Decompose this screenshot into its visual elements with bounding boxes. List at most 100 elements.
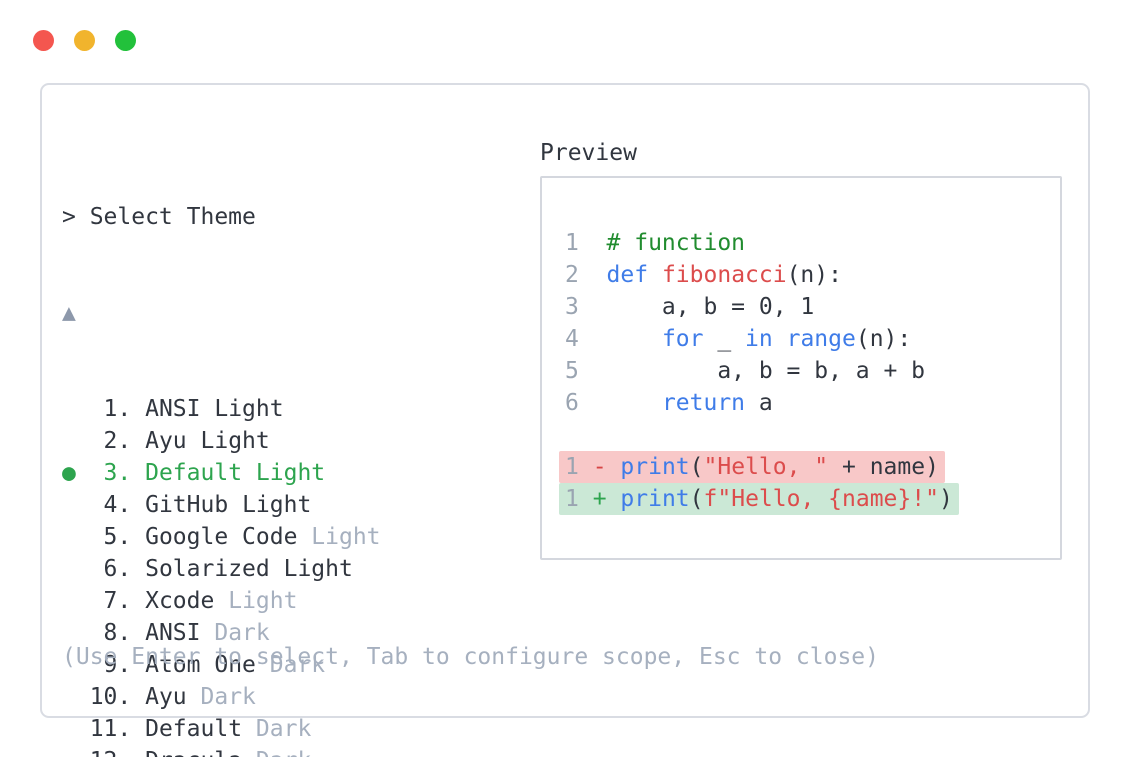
theme-item-name: Xcode bbox=[145, 588, 215, 614]
selected-dot-icon: ● bbox=[62, 460, 76, 486]
preview-label: Preview bbox=[540, 140, 637, 166]
code-token-comment: # function bbox=[606, 230, 746, 256]
maximize-window-button[interactable] bbox=[115, 30, 136, 51]
blank-line bbox=[565, 419, 1050, 451]
marker-spacer bbox=[62, 748, 76, 757]
keyboard-hint-text: (Use Enter to select, Tab to configure s… bbox=[62, 644, 879, 670]
marker-spacer bbox=[62, 684, 76, 710]
theme-item-name: ANSI bbox=[145, 396, 201, 422]
minimize-window-button[interactable] bbox=[74, 30, 95, 51]
code-token-plain bbox=[607, 486, 621, 512]
theme-item-variant: Light bbox=[283, 556, 353, 582]
theme-item-name: Ayu bbox=[145, 684, 187, 710]
theme-item-7[interactable]: 7. Xcode Light bbox=[62, 585, 381, 617]
theme-item-name: Solarized bbox=[145, 556, 270, 582]
theme-item-2[interactable]: 2. Ayu Light bbox=[62, 425, 381, 457]
code-token-plain: (n): bbox=[786, 262, 842, 288]
theme-item-variant: Dark bbox=[269, 652, 326, 678]
theme-item-variant: Light bbox=[228, 588, 298, 614]
theme-item-variant: Dark bbox=[214, 620, 270, 646]
code-token-keyword: print bbox=[620, 486, 690, 512]
theme-item-number: 12. bbox=[76, 748, 145, 757]
code-token-plain: ) bbox=[938, 486, 953, 512]
theme-item-number: 9. bbox=[75, 652, 146, 678]
line-number: 1 bbox=[565, 454, 593, 480]
code-token-keyword: for bbox=[661, 326, 704, 352]
code-token-plain bbox=[607, 326, 662, 352]
theme-item-11[interactable]: 11. Default Dark bbox=[62, 713, 381, 745]
theme-item-number: 3. bbox=[75, 460, 146, 486]
code-token-keyword: range bbox=[786, 326, 856, 352]
theme-item-number: 1. bbox=[75, 396, 146, 422]
theme-item-variant: Dark bbox=[256, 748, 311, 757]
theme-item-6[interactable]: 6. Solarized Light bbox=[62, 553, 381, 585]
code-token-del-sign: - bbox=[592, 454, 607, 480]
code-line-1: 1 # function bbox=[565, 227, 1050, 259]
code-token-plain: _ bbox=[703, 326, 746, 352]
code-token-plain: + name) bbox=[828, 454, 939, 480]
theme-item-name: Atom One bbox=[145, 652, 256, 678]
theme-item-name: Default bbox=[145, 460, 243, 486]
line-number: 3 bbox=[565, 294, 607, 320]
code-token-function: fibonacci bbox=[661, 262, 787, 288]
theme-item-number: 7. bbox=[75, 588, 146, 614]
code-line-2: 2 def fibonacci(n): bbox=[565, 259, 1050, 291]
theme-item-number: 11. bbox=[75, 716, 146, 742]
theme-item-1[interactable]: 1. ANSI Light bbox=[62, 393, 381, 425]
diff-line-removed: 1 - print("Hello, " + name) bbox=[559, 451, 945, 483]
code-line-5: 5 a, b = b, a + b bbox=[565, 355, 1050, 387]
code-token-plain bbox=[607, 454, 621, 480]
diff-line-added: 1 + print(f"Hello, {name}!") bbox=[559, 483, 959, 515]
theme-item-variant: Light bbox=[214, 396, 284, 422]
code-token-plain: a, b = b, a + b bbox=[606, 358, 926, 384]
scroll-up-icon[interactable]: ▲ bbox=[62, 300, 76, 326]
code-line-6: 6 return a bbox=[565, 387, 1050, 419]
theme-item-name: Default bbox=[145, 716, 243, 742]
code-token-plain: (n): bbox=[855, 326, 912, 352]
theme-picker-panel: > Select Theme ▲ 1. ANSI Light 2. Ayu Li… bbox=[40, 83, 1090, 757]
line-number: 1 bbox=[565, 230, 607, 256]
code-token-string: "Hello, " bbox=[703, 454, 829, 480]
code-token-plain: ( bbox=[689, 454, 704, 480]
theme-item-name: Google Code bbox=[145, 524, 298, 550]
code-token-keyword: in bbox=[745, 326, 773, 352]
theme-item-variant: Light bbox=[255, 460, 326, 486]
select-theme-prompt: > Select Theme bbox=[62, 204, 256, 230]
theme-item-variant: Dark bbox=[255, 716, 312, 742]
marker-spacer bbox=[62, 556, 76, 582]
marker-spacer bbox=[62, 524, 76, 550]
code-token-string: f"Hello, {name}!" bbox=[703, 486, 939, 512]
theme-item-10[interactable]: 10. Ayu Dark bbox=[62, 681, 381, 713]
code-token-plain bbox=[773, 326, 787, 352]
marker-spacer bbox=[62, 492, 76, 518]
theme-item-12[interactable]: 12. Dracula Dark bbox=[62, 745, 381, 757]
theme-item-9[interactable]: 9. Atom One Dark bbox=[62, 649, 381, 681]
theme-item-number: 5. bbox=[75, 524, 146, 550]
theme-item-number: 10. bbox=[75, 684, 146, 710]
code-token-plain: ( bbox=[689, 486, 704, 512]
theme-item-number: 2. bbox=[75, 428, 146, 454]
code-token-keyword: def bbox=[606, 262, 649, 288]
theme-item-name: Dracula bbox=[145, 748, 242, 757]
code-line-4: 4 for _ in range(n): bbox=[565, 323, 1050, 355]
code-token-plain: a, b = 0, 1 bbox=[606, 294, 815, 320]
theme-item-name: ANSI bbox=[145, 620, 201, 646]
code-token-plain bbox=[648, 262, 662, 288]
marker-spacer bbox=[62, 396, 76, 422]
theme-item-name: GitHub bbox=[145, 492, 229, 518]
close-window-button[interactable] bbox=[33, 30, 54, 51]
theme-item-8[interactable]: 8. ANSI Dark bbox=[62, 617, 381, 649]
theme-item-variant: Light bbox=[200, 428, 270, 454]
line-number: 2 bbox=[565, 262, 607, 288]
line-number: 1 bbox=[565, 486, 593, 512]
line-number: 4 bbox=[565, 326, 607, 352]
theme-item-5[interactable]: 5. Google Code Light bbox=[62, 521, 381, 553]
theme-item-4[interactable]: 4. GitHub Light bbox=[62, 489, 381, 521]
theme-item-3[interactable]: ● 3. Default Light bbox=[62, 457, 381, 489]
line-number: 5 bbox=[565, 358, 607, 384]
code-token-plain bbox=[607, 390, 662, 416]
theme-item-variant: Dark bbox=[200, 684, 256, 710]
code-token-plain: a bbox=[745, 390, 773, 416]
